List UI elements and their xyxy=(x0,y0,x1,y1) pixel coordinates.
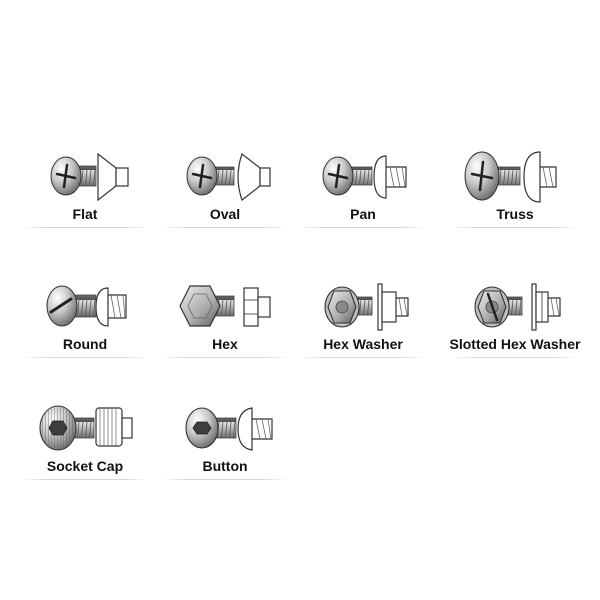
divider xyxy=(162,479,288,480)
screw-type-hex: Hex xyxy=(160,280,290,370)
divider xyxy=(452,227,578,228)
divider xyxy=(452,357,578,358)
divider xyxy=(22,227,148,228)
screw-label: Slotted Hex Washer xyxy=(449,336,581,352)
screw-label: Hex xyxy=(212,336,238,352)
divider xyxy=(162,227,288,228)
hex-head-screw-icon xyxy=(179,285,271,327)
screw-type-hex-washer: Hex Washer xyxy=(298,280,428,370)
screw-label: Oval xyxy=(209,206,241,222)
screw-type-oval: Oval xyxy=(160,150,290,240)
pan-head-screw-icon xyxy=(322,155,407,199)
flat-head-screw-icon xyxy=(50,152,129,202)
round-head-screw-icon xyxy=(46,285,127,327)
button-head-screw-icon xyxy=(185,407,273,451)
truss-head-screw-icon xyxy=(464,151,557,203)
screw-label: Button xyxy=(202,458,248,474)
divider xyxy=(22,479,148,480)
screw-label: Socket Cap xyxy=(46,458,124,474)
screw-type-round: Round xyxy=(20,280,150,370)
divider xyxy=(300,227,426,228)
oval-head-screw-icon xyxy=(186,153,271,201)
divider xyxy=(300,357,426,358)
screw-type-socket-cap: Socket Cap xyxy=(20,402,150,492)
screw-label: Flat xyxy=(72,206,98,222)
screw-label: Round xyxy=(62,336,108,352)
socket-cap-screw-icon xyxy=(39,405,133,451)
screw-type-truss: Truss xyxy=(450,150,580,240)
screw-label: Truss xyxy=(496,206,534,222)
slotted-hex-washer-head-screw-icon xyxy=(474,283,561,331)
screw-type-slotted-hex-washer: Slotted Hex Washer xyxy=(450,280,580,370)
divider xyxy=(162,357,288,358)
screw-label: Hex Washer xyxy=(323,336,403,352)
screw-type-pan: Pan xyxy=(298,150,428,240)
screw-type-flat: Flat xyxy=(20,150,150,240)
screw-type-button: Button xyxy=(160,402,290,492)
screw-label: Pan xyxy=(350,206,376,222)
divider xyxy=(22,357,148,358)
hex-washer-head-screw-icon xyxy=(324,283,409,331)
